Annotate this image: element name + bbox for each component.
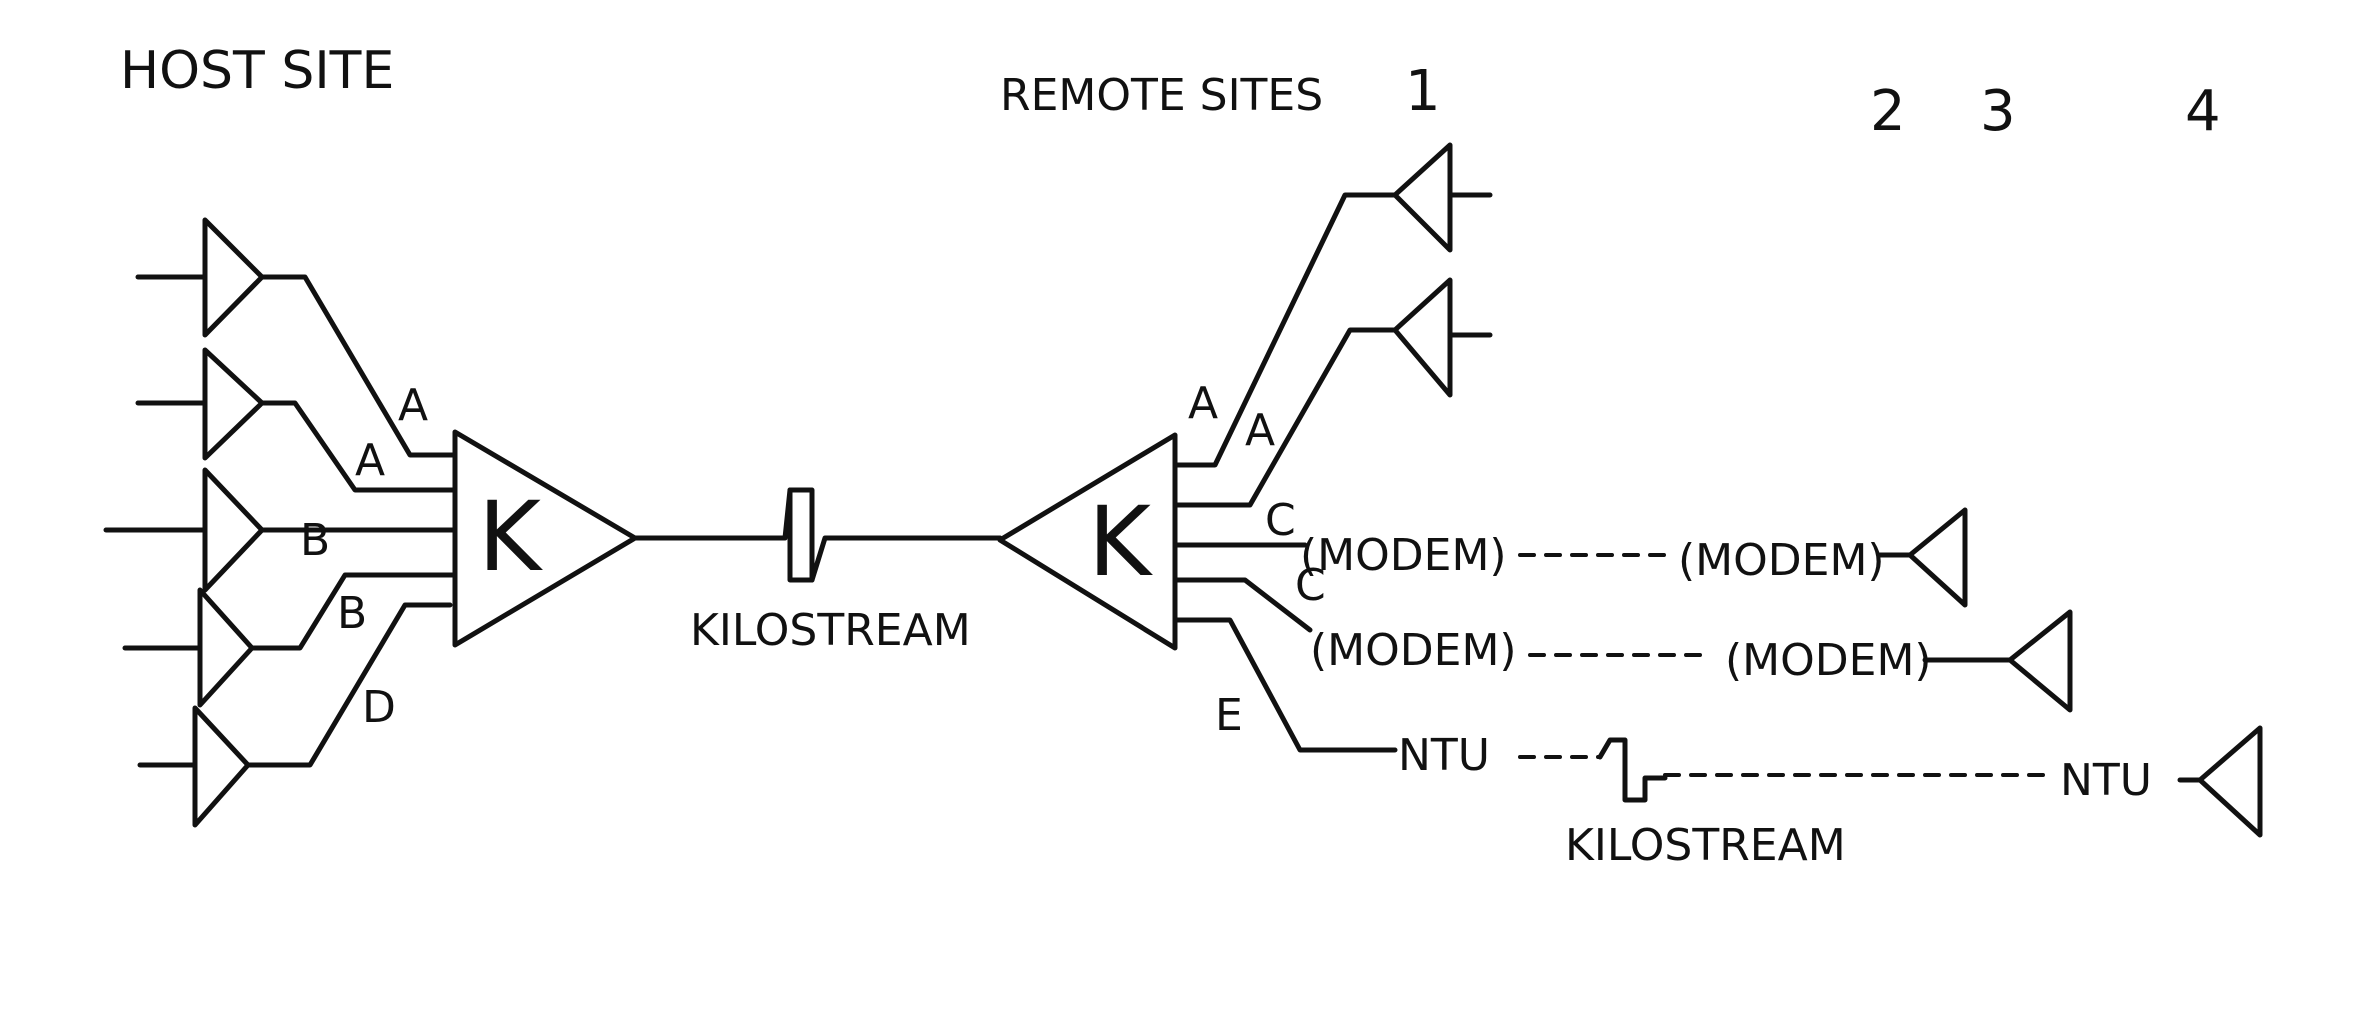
host-multiplexer: K: [452, 429, 638, 648]
remote-modem-link-2: [1172, 542, 1913, 558]
kilostream-label-remote: KILOSTREAM: [1565, 820, 1846, 871]
remote-line-label-a2: A: [1245, 405, 1275, 456]
host-line-label-a2: A: [355, 435, 385, 486]
host-terminals: [103, 217, 265, 828]
site-number-4: 4: [2185, 79, 2221, 144]
remote-line-label-c1: C: [1265, 495, 1296, 546]
remote-direct-lines: [1172, 192, 1398, 508]
remote-modem-link-3: [1172, 577, 2013, 663]
kilostream-link-main: [632, 487, 1003, 583]
host-line-label-b2: B: [337, 588, 367, 639]
host-terminal-3: [103, 467, 265, 593]
modem-3-local: (MODEM): [1310, 625, 1517, 676]
host-terminal-2: [135, 347, 265, 461]
remote-terminal-1b: [1392, 277, 1493, 398]
host-line-label-d: D: [362, 682, 396, 733]
host-multiplexer-label: K: [478, 481, 543, 593]
remote-multiplexer-label: K: [1088, 486, 1153, 598]
host-site-heading: HOST SITE: [120, 41, 394, 101]
remote-terminal-4: [2197, 725, 2263, 838]
modem-2-remote: (MODEM): [1678, 535, 1885, 586]
kilostream-label-main: KILOSTREAM: [690, 605, 971, 656]
remote-terminal-3: [2007, 609, 2073, 713]
host-line-label-a1: A: [398, 380, 428, 431]
host-terminal-1: [135, 217, 265, 338]
site-number-2: 2: [1870, 79, 1906, 144]
remote-terminal-2: [1907, 507, 1968, 608]
host-terminal-5: [137, 705, 251, 828]
site-number-1: 1: [1405, 59, 1441, 124]
remote-ntu-link-4: [1172, 617, 2203, 803]
host-lines: [245, 274, 458, 768]
remote-line-label-a1: A: [1188, 378, 1218, 429]
remote-line-label-e: E: [1215, 690, 1243, 741]
remote-multiplexer: K: [997, 432, 1178, 651]
remote-line-label-c2: C: [1295, 560, 1326, 611]
remote-sites-heading: REMOTE SITES: [1000, 70, 1323, 121]
modem-2-local: (MODEM): [1300, 530, 1507, 581]
host-line-label-b1: B: [300, 515, 330, 566]
host-terminal-4: [122, 587, 255, 708]
ntu-remote: NTU: [2060, 755, 2152, 806]
ntu-local: NTU: [1398, 730, 1490, 781]
remote-terminal-1a: [1392, 142, 1493, 253]
modem-3-remote: (MODEM): [1725, 635, 1932, 686]
site-number-3: 3: [1980, 79, 2016, 144]
